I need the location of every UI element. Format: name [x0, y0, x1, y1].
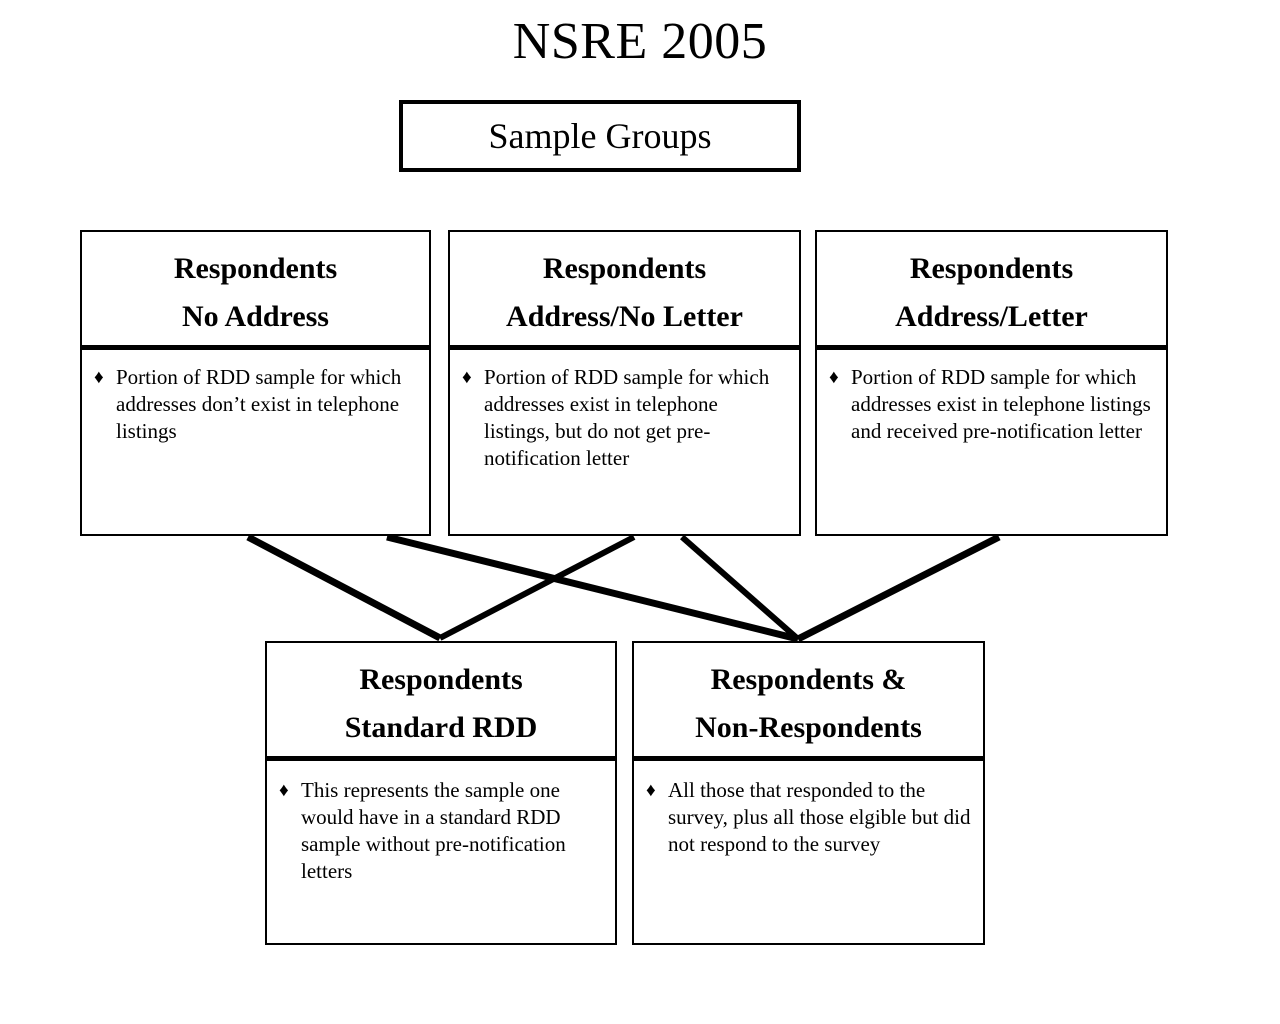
- bullet-text: All those that responded to the survey, …: [668, 778, 971, 856]
- diamond-bullet-icon: ♦: [279, 780, 289, 801]
- group-heading-line2: Address/No Letter: [506, 300, 743, 333]
- bullet-item: ♦ This represents the sample one would h…: [279, 777, 605, 885]
- group-card-address-no-letter[interactable]: Respondents Address/No Letter ♦ Portion …: [448, 230, 801, 536]
- group-card-no-address[interactable]: Respondents No Address ♦ Portion of RDD …: [80, 230, 431, 536]
- bullet-item: ♦ Portion of RDD sample for which addres…: [94, 364, 419, 445]
- connector-address-no-letter-to-resp-nonresp: [680, 534, 800, 642]
- connector-address-letter-to-resp-nonresp: [796, 533, 1001, 643]
- diamond-bullet-icon: ♦: [462, 367, 472, 388]
- group-card-body: ♦ All those that responded to the survey…: [634, 761, 983, 943]
- diamond-bullet-icon: ♦: [94, 367, 104, 388]
- group-card-body: ♦ This represents the sample one would h…: [267, 761, 615, 943]
- group-card-body: ♦ Portion of RDD sample for which addres…: [82, 350, 429, 534]
- group-heading-line1: Respondents: [542, 252, 707, 285]
- bullet-text: This represents the sample one would hav…: [301, 778, 566, 883]
- bullet-text: Portion of RDD sample for which addresse…: [484, 365, 770, 470]
- diamond-bullet-icon: ♦: [646, 780, 656, 801]
- group-card-address-letter[interactable]: Respondents Address/Letter ♦ Portion of …: [815, 230, 1168, 536]
- group-heading-line2: Standard RDD: [344, 711, 538, 744]
- bullet-item: ♦ Portion of RDD sample for which addres…: [462, 364, 789, 472]
- group-card-header: Respondents Standard RDD: [267, 643, 615, 761]
- group-heading-line2: Address/Letter: [895, 300, 1088, 333]
- group-heading-line2: Non-Respondents: [695, 711, 922, 744]
- group-card-header: Respondents Address/No Letter: [450, 232, 799, 350]
- group-card-standard-rdd[interactable]: Respondents Standard RDD ♦ This represen…: [265, 641, 617, 945]
- bullet-item: ♦ Portion of RDD sample for which addres…: [829, 364, 1156, 445]
- group-heading-line1: Respondents: [173, 252, 338, 285]
- group-heading-line1: Respondents &: [710, 663, 907, 696]
- diamond-bullet-icon: ♦: [829, 367, 839, 388]
- group-card-body: ♦ Portion of RDD sample for which addres…: [450, 350, 799, 534]
- connector-no-address-to-standard-rdd: [246, 533, 442, 642]
- group-card-header: Respondents Address/Letter: [817, 232, 1166, 350]
- sample-groups-box: Sample Groups: [399, 100, 801, 172]
- connector-no-address-to-resp-nonresp: [386, 533, 799, 643]
- group-heading-line1: Respondents: [359, 663, 523, 696]
- group-card-body: ♦ Portion of RDD sample for which addres…: [817, 350, 1166, 534]
- group-heading-line1: Respondents: [909, 252, 1074, 285]
- group-card-respondents-non-respondents[interactable]: Respondents & Non-Respondents ♦ All thos…: [632, 641, 985, 945]
- group-card-header: Respondents & Non-Respondents: [634, 643, 983, 761]
- sample-groups-label: Sample Groups: [488, 116, 712, 156]
- group-card-header: Respondents No Address: [82, 232, 429, 350]
- bullet-text: Portion of RDD sample for which addresse…: [116, 365, 402, 443]
- page-title: NSRE 2005: [512, 13, 768, 70]
- connector-address-no-letter-to-standard-rdd: [438, 534, 636, 641]
- bullet-item: ♦ All those that responded to the survey…: [646, 777, 973, 858]
- bullet-text: Portion of RDD sample for which addresse…: [851, 365, 1151, 443]
- group-heading-line2: No Address: [182, 300, 329, 333]
